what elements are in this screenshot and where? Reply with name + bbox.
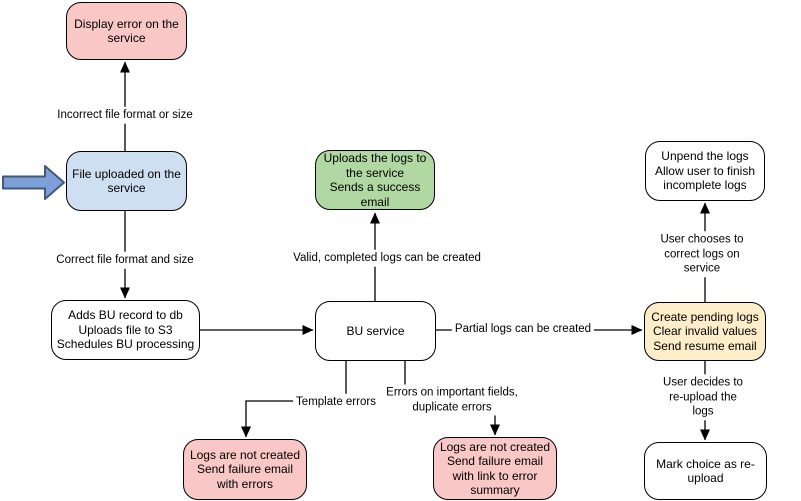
node-logs-not-created-summary: Logs are not created Send failure email … [433, 437, 557, 500]
edge-label-field-errors: Errors on important fields, duplicate er… [383, 384, 521, 416]
node-file-uploaded: File uploaded on the service [66, 151, 187, 211]
node-uploads-logs-success: Uploads the logs to the service Sends a … [315, 150, 435, 210]
input-arrow-icon [2, 165, 65, 200]
node-bu-service: BU service [315, 301, 436, 361]
edge-label-template-errors: Template errors [293, 393, 379, 411]
node-logs-not-created-errors: Logs are not created Send failure email … [183, 439, 307, 500]
edge-label-incorrect-file: Incorrect file format or size [54, 106, 196, 124]
edge-label-partial-logs: Partial logs can be created [451, 320, 595, 338]
node-mark-reupload: Mark choice as re- upload [644, 442, 767, 500]
edge-label-valid-logs: Valid, completed logs can be created [290, 249, 484, 267]
edge-label-user-reupload: User decides to re-upload the logs [654, 374, 752, 420]
node-display-error: Display error on the service [66, 2, 187, 60]
edge-label-correct-file: Correct file format and size [53, 251, 197, 269]
edge-label-user-correct: User chooses to correct logs on service [652, 231, 752, 277]
node-create-pending-logs: Create pending logs Clear invalid values… [644, 302, 766, 361]
node-unpend-logs: Unpend the logs Allow user to finish inc… [645, 141, 765, 201]
node-adds-bu-record: Adds BU record to db Uploads file to S3 … [51, 300, 200, 360]
